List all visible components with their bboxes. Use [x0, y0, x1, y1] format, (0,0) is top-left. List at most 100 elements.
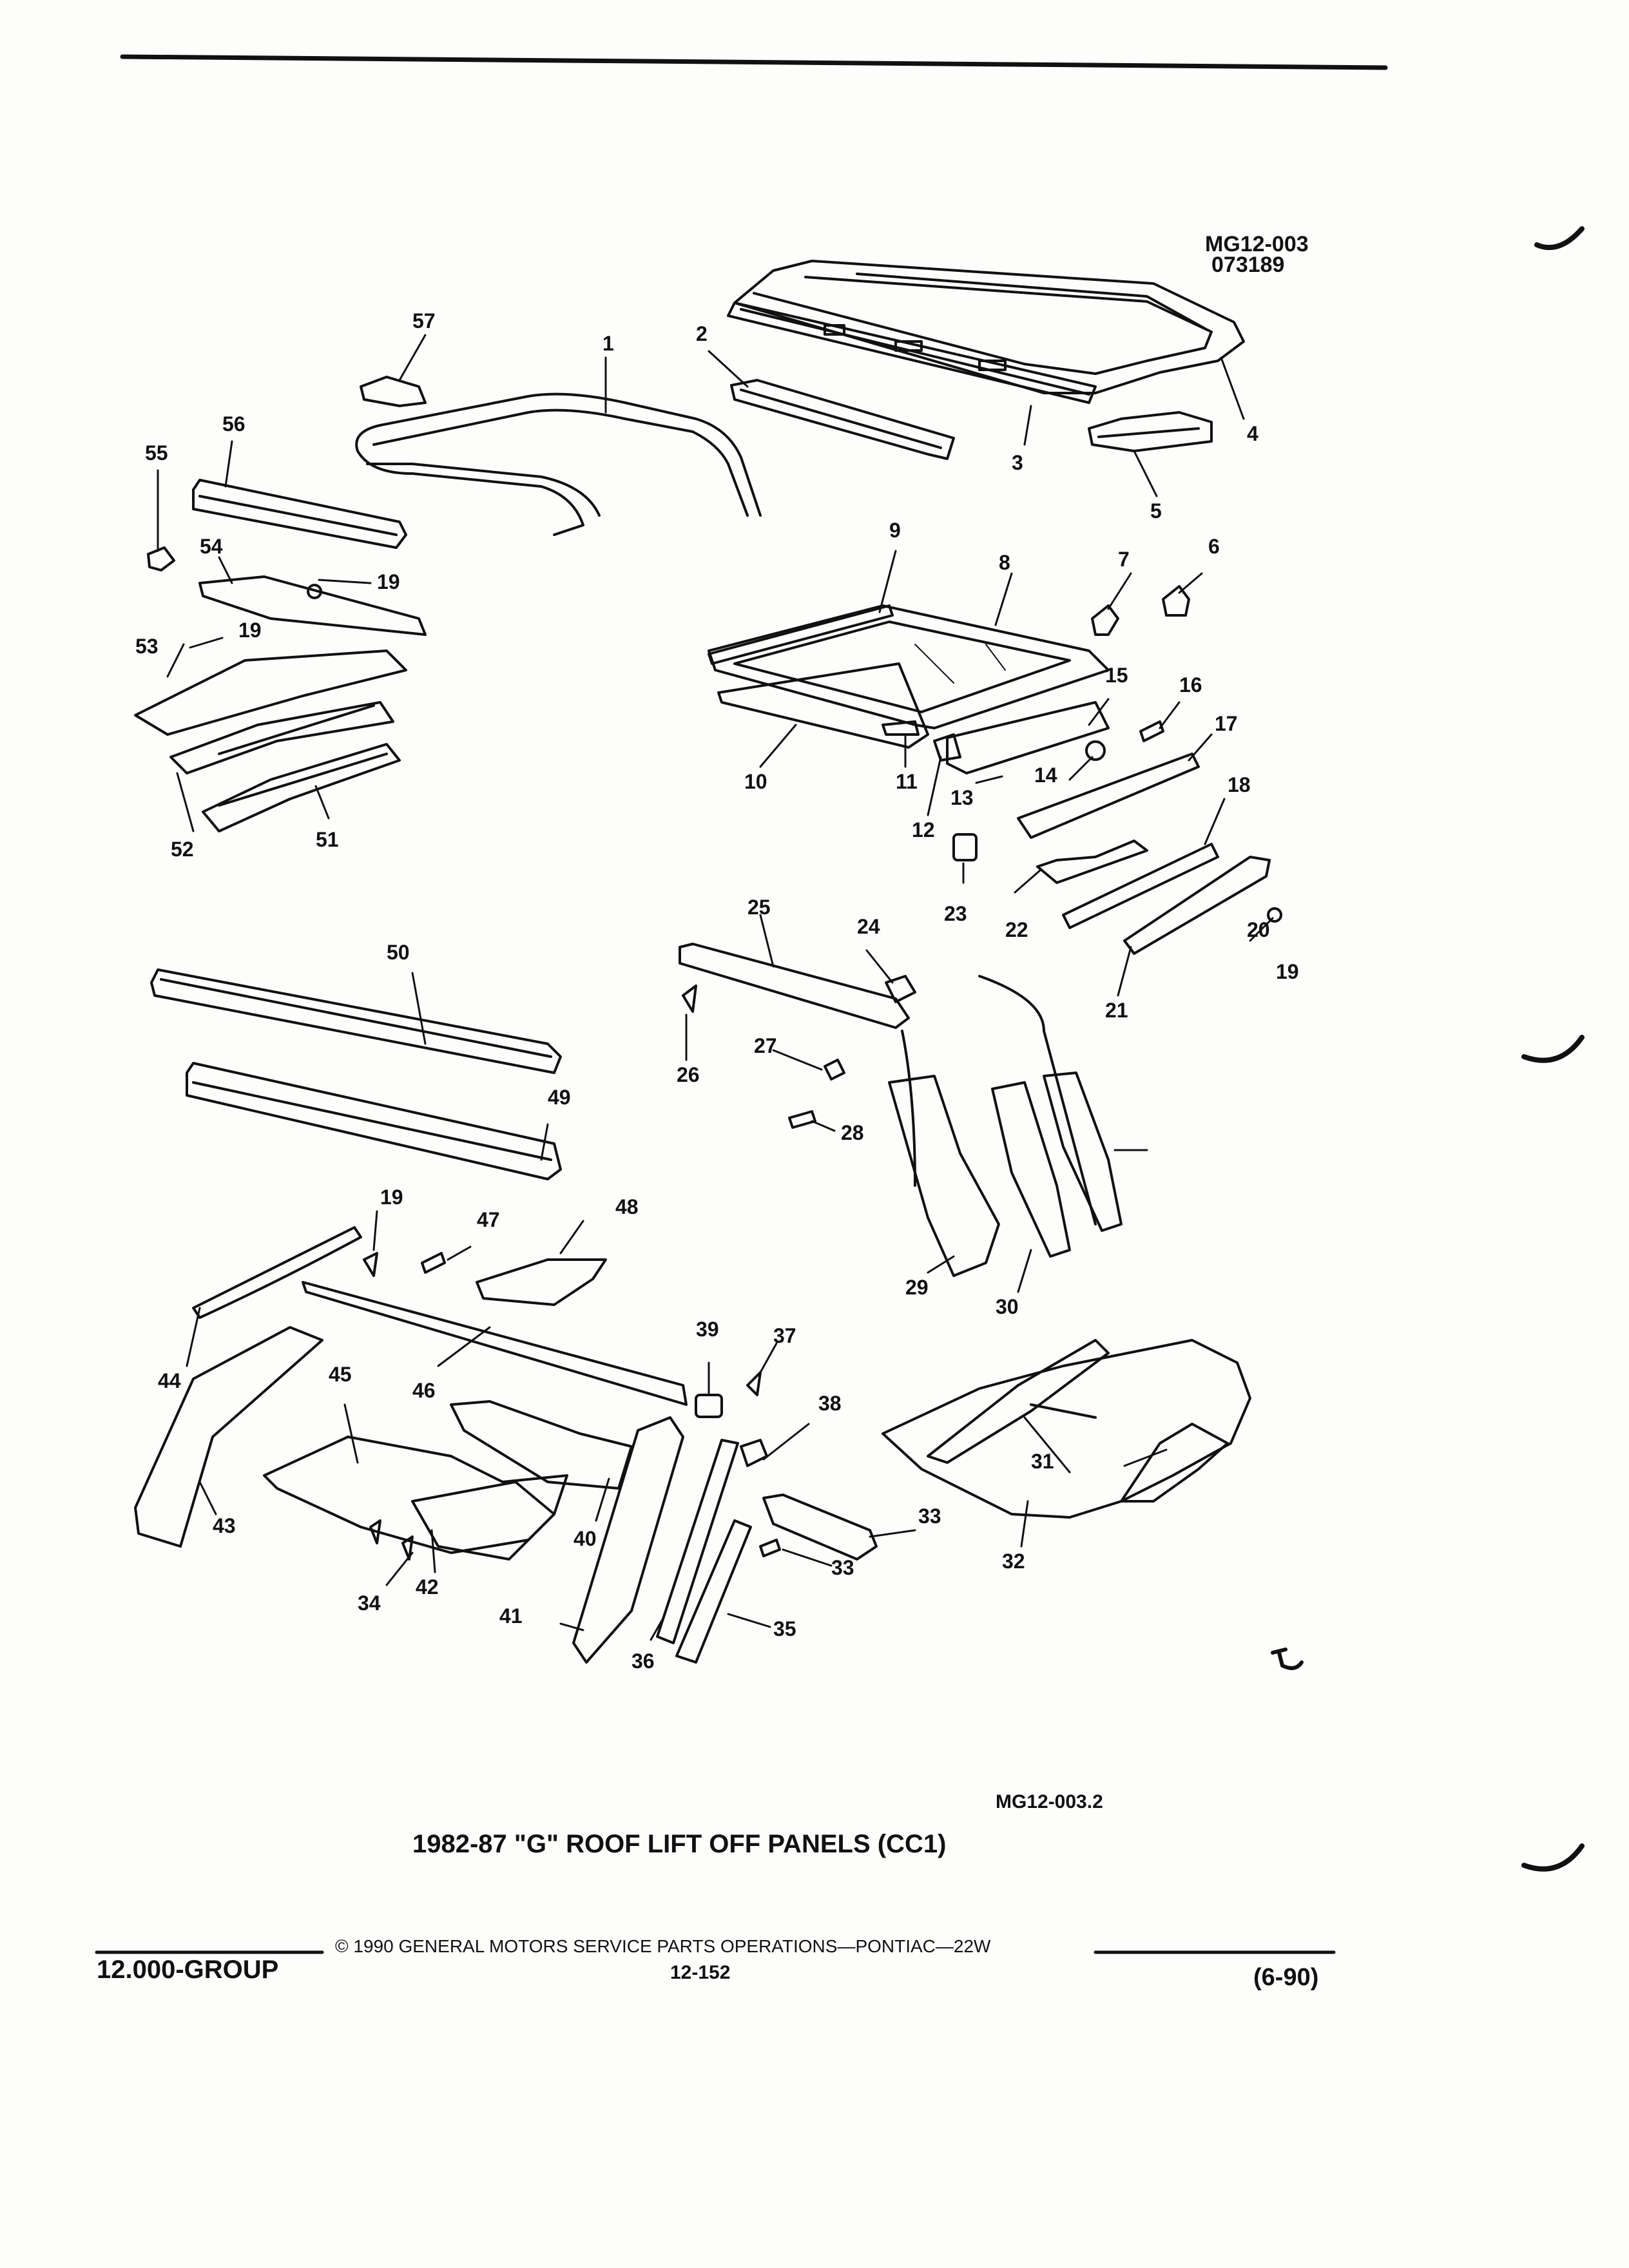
part-53-plate	[198, 575, 427, 636]
part-callout: 17	[1215, 712, 1238, 735]
part-callout: 22	[1005, 918, 1028, 941]
part-18-rail	[1062, 843, 1219, 929]
part-callout: 19	[380, 1186, 403, 1209]
part-30-straps	[927, 1339, 1110, 1464]
part-callout: 51	[316, 828, 339, 851]
part-callout: 6	[1208, 535, 1220, 558]
part-35-strip	[656, 1439, 739, 1644]
part-52-plate	[134, 649, 407, 736]
figure-ref-code: MG12-003	[1205, 232, 1309, 256]
part-40-pillar	[572, 1416, 684, 1664]
part-45-rail	[302, 1281, 688, 1406]
part-33-screw-c	[401, 1535, 414, 1561]
part-callout: 40	[574, 1527, 597, 1550]
part-callout: 21	[1105, 999, 1128, 1022]
part-44-panel	[263, 1436, 568, 1554]
part-callout: 1	[602, 332, 614, 355]
part-48-rail	[186, 1062, 562, 1180]
part-23-clip	[885, 975, 916, 1003]
part-50-channel	[202, 743, 401, 832]
part-callout: 13	[950, 786, 974, 809]
part-callout: 28	[841, 1121, 864, 1144]
part-callout: 43	[213, 1514, 236, 1537]
part-callout: 36	[631, 1649, 655, 1673]
part-callout: 12	[912, 818, 935, 841]
part-callout: 53	[135, 635, 159, 658]
part-callout: 41	[499, 1604, 523, 1628]
part-26-clip	[824, 1059, 845, 1081]
part-30-straps-b	[1120, 1423, 1229, 1503]
part-callout: 10	[744, 770, 767, 793]
figure-title: 1982-87 "G" ROOF LIFT OFF PANELS (CC1)	[412, 1830, 947, 1858]
figure-code: MG12-003.2	[996, 1791, 1103, 1812]
part-14-nut	[1085, 740, 1106, 761]
part-8-glass-panel	[708, 604, 1110, 729]
leader-lines	[157, 334, 1274, 1641]
part-callout: 33	[831, 1556, 854, 1579]
part-callout: 19	[377, 570, 400, 593]
part-callout: 48	[615, 1195, 639, 1218]
part-33-screw-b	[369, 1519, 381, 1544]
part-9-strip	[708, 604, 894, 665]
part-callout: 23	[944, 902, 967, 925]
part-callout: 20	[1247, 918, 1270, 941]
part-callout: 8	[999, 551, 1010, 574]
part-43-strip	[192, 1226, 362, 1319]
part-19-screw-b	[363, 1252, 378, 1277]
part-51-plate	[169, 701, 394, 774]
part-callout: 39	[696, 1318, 719, 1341]
part-callout: 35	[773, 1617, 796, 1640]
part-callout: 4	[1247, 422, 1258, 445]
corner-mark-drawing	[1271, 1648, 1304, 1670]
part-callout: 47	[477, 1208, 500, 1231]
part-callout: 2	[696, 322, 708, 345]
part-49-rail	[150, 968, 562, 1074]
part-19-screw	[1267, 907, 1282, 923]
binder-mark	[1521, 1035, 1585, 1063]
part-57-pillar	[1043, 1072, 1123, 1232]
part-24-rail	[679, 943, 910, 1029]
part-21-fitting	[1036, 840, 1148, 884]
footer-group: 12.000-GROUP	[97, 1956, 279, 1984]
part-callout: 55	[145, 441, 168, 465]
binder-mark	[1521, 1843, 1585, 1872]
part-20-rail	[1123, 856, 1271, 955]
part-callout: 50	[387, 941, 410, 964]
part-36-clip	[740, 1439, 768, 1467]
binder-mark	[1534, 226, 1585, 251]
part-41-panel	[411, 1481, 555, 1561]
part-callout: 7	[1118, 548, 1130, 571]
part-31-bag	[882, 1339, 1251, 1519]
part-callout: 19	[238, 619, 262, 642]
part-27-screw	[788, 1110, 816, 1129]
footer-page-number: 12-152	[670, 1962, 731, 1983]
figure-ref-date: 073189	[1211, 253, 1285, 277]
part-callout: 32	[1002, 1550, 1025, 1573]
part-46-screw	[421, 1252, 446, 1274]
part-roof-panel	[733, 260, 1245, 394]
part-38-block	[695, 1394, 723, 1418]
part-28-pillar	[888, 1075, 1000, 1277]
part-callout: 16	[1179, 673, 1202, 697]
part-47-bracket	[476, 1258, 607, 1306]
part-callout: 34	[358, 1591, 381, 1615]
part-callout: 9	[889, 519, 901, 542]
top-rule	[120, 54, 1388, 70]
part-7-latch	[1091, 604, 1119, 636]
part-callout: 27	[754, 1034, 777, 1057]
part-39-bracket	[450, 1400, 633, 1490]
part-callout: 42	[416, 1575, 439, 1599]
part-1-weatherstrip	[355, 392, 762, 536]
footer-revision: (6-90)	[1253, 1964, 1319, 1991]
part-callout: 25	[747, 896, 771, 919]
part-10-frame	[717, 662, 929, 749]
part-callout: 30	[996, 1295, 1019, 1318]
part-42-pillar	[134, 1326, 323, 1548]
part-15-bracket	[946, 701, 1110, 774]
part-callout: 29	[905, 1276, 929, 1299]
part-12	[933, 733, 961, 762]
part-34-strip	[675, 1519, 752, 1664]
part-callout: 56	[222, 412, 246, 436]
